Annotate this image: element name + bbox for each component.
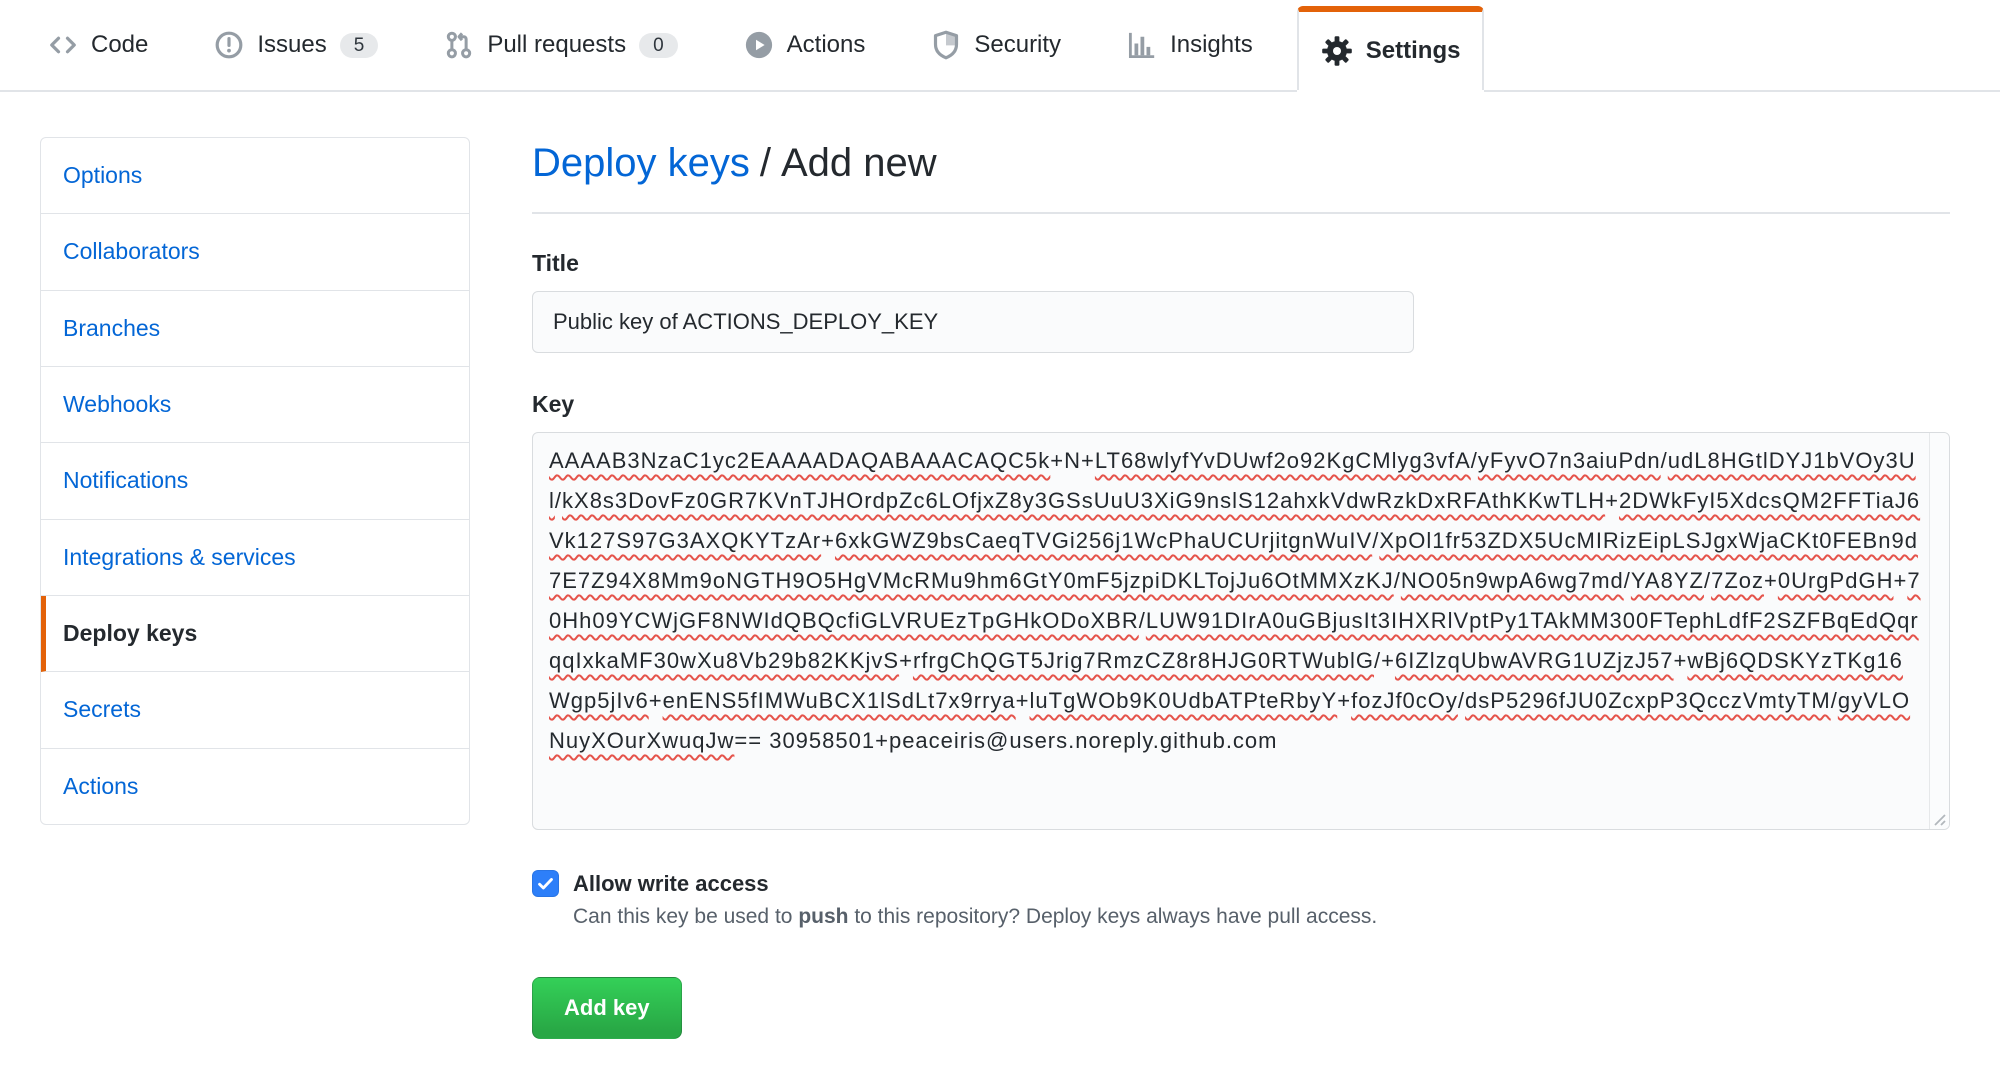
allow-write-access-row: Allow write access	[532, 870, 1950, 897]
breadcrumb-current: Add new	[781, 141, 937, 185]
tab-security[interactable]: Security	[909, 0, 1083, 91]
tab-pull-requests[interactable]: Pull requests 0	[422, 0, 699, 91]
title-field-group: Title	[532, 250, 1950, 353]
key-field-group: Key AAAAB3NzaC1yc2EAAAADAQABAAACAQC5k+N+…	[532, 391, 1950, 830]
shield-icon	[931, 30, 961, 60]
allow-write-access-checkbox[interactable]	[532, 870, 559, 897]
issue-opened-icon	[214, 30, 244, 60]
deploy-key-form: Deploy keys/Add new Title Key AAAAB3NzaC…	[532, 137, 1950, 1039]
tab-label: Code	[91, 31, 149, 58]
sidebar-item-webhooks[interactable]: Webhooks	[41, 367, 469, 444]
tab-insights[interactable]: Insights	[1105, 0, 1275, 91]
content: Options Collaborators Branches Webhooks …	[0, 92, 2000, 1039]
deploy-keys-breadcrumb-link[interactable]: Deploy keys	[532, 141, 750, 185]
tab-label: Insights	[1170, 31, 1253, 58]
key-textarea[interactable]: AAAAB3NzaC1yc2EAAAADAQABAAACAQC5k+N+LT68…	[532, 432, 1950, 830]
play-icon	[744, 30, 774, 60]
gear-icon	[1321, 35, 1353, 67]
key-label: Key	[532, 391, 575, 417]
sidebar-item-collaborators[interactable]: Collaborators	[41, 214, 469, 291]
sidebar-item-deploy-keys[interactable]: Deploy keys	[41, 596, 469, 673]
git-pull-request-icon	[444, 30, 474, 60]
tab-actions[interactable]: Actions	[722, 0, 888, 91]
page-title: Deploy keys/Add new	[532, 141, 1950, 214]
sidebar-item-integrations-services[interactable]: Integrations & services	[41, 520, 469, 597]
write-access-note: Can this key be used to push to this rep…	[573, 905, 1378, 928]
tab-settings[interactable]: Settings	[1296, 6, 1485, 90]
sidebar-item-branches[interactable]: Branches	[41, 291, 469, 368]
settings-sidebar: Options Collaborators Branches Webhooks …	[40, 137, 470, 826]
textarea-resize-grip[interactable]	[1928, 808, 1948, 828]
sidebar-item-secrets[interactable]: Secrets	[41, 672, 469, 749]
push-emphasis: push	[798, 905, 849, 928]
tab-code[interactable]: Code	[26, 0, 170, 91]
issues-count-badge: 5	[339, 32, 379, 58]
key-textarea-content[interactable]: AAAAB3NzaC1yc2EAAAADAQABAAACAQC5k+N+LT68…	[549, 448, 1921, 753]
tab-label: Issues	[257, 31, 327, 58]
textarea-scrollbar[interactable]	[1929, 433, 1949, 829]
tab-label: Actions	[786, 31, 866, 58]
tab-label: Pull requests	[487, 31, 627, 58]
repo-nav: Code Issues 5 Pull requests 0 Actions Se…	[0, 0, 2000, 92]
sidebar-item-options[interactable]: Options	[41, 138, 469, 215]
title-input[interactable]	[532, 291, 1414, 353]
sidebar-item-actions[interactable]: Actions	[63, 772, 139, 799]
code-icon	[48, 30, 78, 60]
breadcrumb-separator: /	[759, 141, 771, 185]
add-key-button[interactable]: Add key	[532, 977, 682, 1039]
pull-requests-count-badge: 0	[639, 32, 678, 58]
title-label: Title	[532, 250, 579, 276]
tab-label: Settings	[1365, 37, 1461, 64]
tab-issues[interactable]: Issues 5	[192, 0, 400, 91]
allow-write-access-label[interactable]: Allow write access	[573, 870, 769, 896]
checkmark-icon	[538, 878, 553, 890]
graph-icon	[1127, 30, 1157, 60]
tab-label: Security	[974, 31, 1062, 58]
sidebar-item-notifications[interactable]: Notifications	[41, 443, 469, 520]
